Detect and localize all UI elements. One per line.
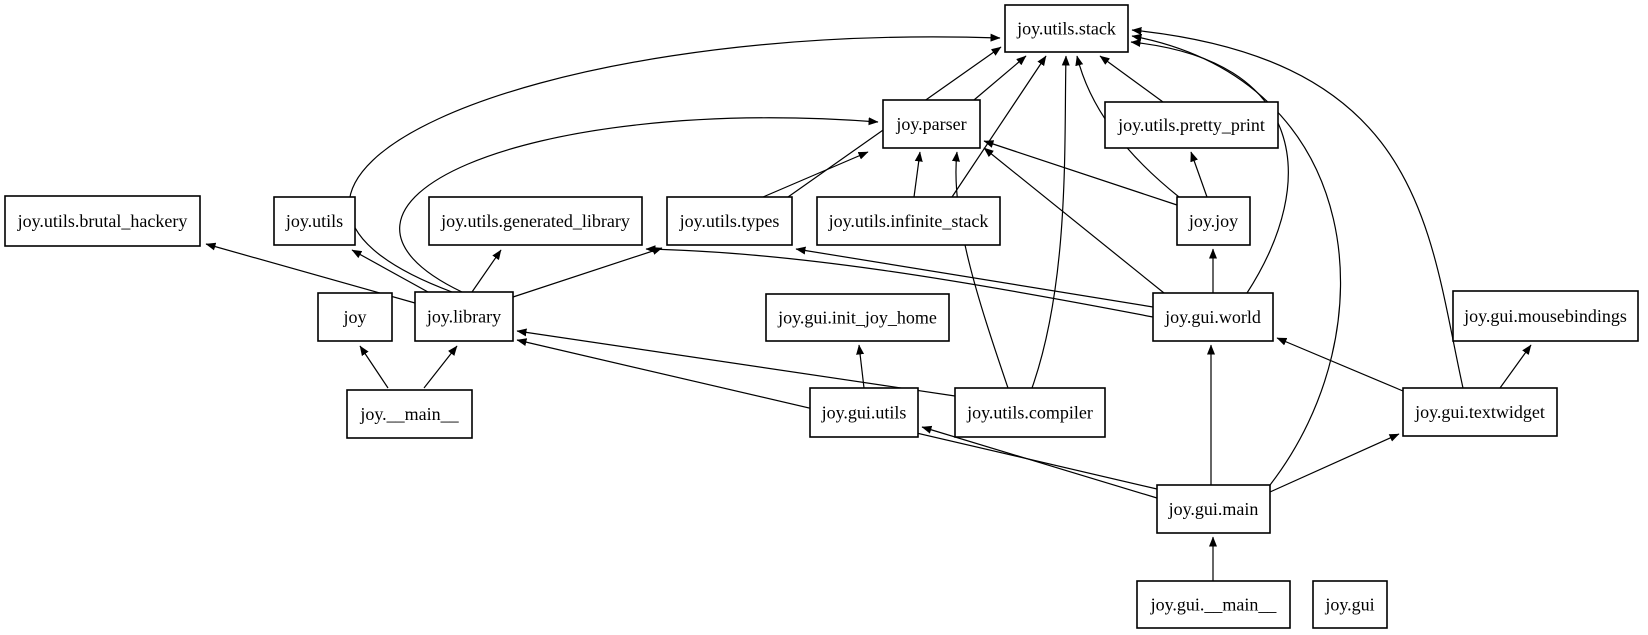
- node-box-joy-parser: [882, 99, 981, 149]
- node-label-joy-utils: joy.utils: [285, 211, 343, 231]
- node-joy-gui-world: joy.gui.world: [1152, 292, 1274, 342]
- node-joy-dunder-main: joy.__main__: [346, 389, 473, 439]
- node-box-joy-utils-generated-library: [428, 196, 643, 246]
- node-box-joy-gui-world: [1152, 292, 1274, 342]
- edge-joy-utils-compiler-to-joy-library: [516, 328, 956, 397]
- node-label-joy-dunder-main: joy.__main__: [359, 404, 459, 424]
- node-box-joy-gui-textwidget: [1402, 387, 1558, 437]
- node-box-joy-gui-init-joy-home: [765, 293, 950, 342]
- node-label-joy-gui-mousebindings: joy.gui.mousebindings: [1463, 306, 1627, 326]
- edge-joy-gui-world-to-joy-utils-generated-library: [645, 245, 1154, 318]
- node-box-joy-utils-compiler: [954, 387, 1106, 438]
- node-label-joy-gui: joy.gui: [1324, 595, 1374, 615]
- node-label-joy-gui-utils: joy.gui.utils: [821, 403, 907, 423]
- node-joy-gui-mousebindings: joy.gui.mousebindings: [1452, 290, 1639, 342]
- node-box-joy-utils: [273, 196, 356, 246]
- node-box-joy-gui-utils: [809, 387, 919, 438]
- node-joy-utils-stack: joy.utils.stack: [1004, 4, 1129, 53]
- edge-joy-utils-compiler-to-joy-utils-stack: [1031, 55, 1070, 389]
- node-box-joy-joy: [1176, 196, 1251, 246]
- node-box-joy-utils-infinite-stack: [816, 196, 1001, 246]
- node-joy-gui-dunder-main: joy.gui.__main__: [1136, 580, 1291, 629]
- node-label-joy-gui-dunder-main: joy.gui.__main__: [1150, 595, 1278, 615]
- node-joy-utils-types: joy.utils.types: [666, 196, 793, 246]
- node-box-joy-utils-brutal-hackery: [4, 195, 201, 247]
- edge-joy-utils-infinite-stack-to-joy-utils-stack: [951, 55, 1047, 198]
- edge-joy-joy-to-joy-parser: [983, 140, 1178, 206]
- node-label-joy-gui-textwidget: joy.gui.textwidget: [1414, 402, 1545, 422]
- node-joy: joy: [317, 292, 393, 342]
- node-joy-utils-brutal-hackery: joy.utils.brutal_hackery: [4, 195, 201, 247]
- node-joy-gui: joy.gui: [1312, 580, 1388, 629]
- node-joy-gui-utils: joy.gui.utils: [809, 387, 919, 438]
- node-joy-utils-infinite-stack: joy.utils.infinite_stack: [816, 196, 1001, 246]
- node-label-joy-utils-infinite-stack: joy.utils.infinite_stack: [828, 211, 989, 231]
- node-joy-parser: joy.parser: [882, 99, 981, 149]
- edge-joy-gui-utils-to-joy-gui-init-joy-home: [856, 344, 865, 389]
- edge-joy-parser-to-joy-utils-stack: [973, 55, 1027, 101]
- edge-joy-gui-world-to-joy-utils-types: [795, 246, 1154, 308]
- node-joy-gui-textwidget: joy.gui.textwidget: [1402, 387, 1558, 437]
- edge-joy-gui-main-to-joy-gui-textwidget: [1269, 433, 1400, 493]
- edge-joy-library-to-joy-parser: [399, 117, 879, 293]
- edge-joy-gui-textwidget-to-joy-gui-mousebindings: [1499, 344, 1532, 389]
- edge-joy-library-to-joy-utils-stack: [348, 33, 1001, 293]
- node-label-joy: joy: [342, 307, 366, 327]
- node-label-joy-utils-brutal-hackery: joy.utils.brutal_hackery: [17, 211, 188, 231]
- node-box-joy-dunder-main: [346, 389, 473, 439]
- node-box-joy-gui-mousebindings: [1452, 290, 1639, 342]
- edge-joy-utils-pretty-print-to-joy-utils-stack: [1099, 55, 1164, 103]
- node-box-joy-gui: [1312, 580, 1388, 629]
- edge-joy-gui-textwidget-to-joy-utils-stack: [1131, 26, 1464, 389]
- edges-layer: [205, 26, 1532, 581]
- node-box-joy-library: [414, 291, 514, 342]
- edge-joy-gui-world-to-joy-utils-stack: [1130, 39, 1289, 294]
- edge-joy-library-to-joy-utils: [351, 249, 429, 293]
- node-label-joy-parser: joy.parser: [895, 114, 966, 134]
- node-label-joy-gui-init-joy-home: joy.gui.init_joy_home: [777, 308, 937, 328]
- edge-joy-gui-main-to-joy-utils-stack: [1131, 33, 1342, 486]
- node-box-joy: [317, 292, 393, 342]
- node-joy-gui-main: joy.gui.main: [1156, 484, 1271, 534]
- node-label-joy-utils-generated-library: joy.utils.generated_library: [440, 211, 630, 231]
- edge-joy-utils-compiler-to-joy-parser: [951, 151, 1009, 389]
- node-label-joy-library: joy.library: [426, 307, 501, 327]
- node-joy-gui-init-joy-home: joy.gui.init_joy_home: [765, 293, 950, 342]
- node-box-joy-utils-pretty-print: [1104, 101, 1279, 149]
- edge-joy-library-to-joy-utils-generated-library: [471, 249, 502, 293]
- edge-joy-gui-textwidget-to-joy-gui-world: [1276, 337, 1404, 392]
- node-joy-utils: joy.utils: [273, 196, 356, 246]
- edge-joy-gui-world-to-joy-parser: [983, 147, 1165, 294]
- node-label-joy-gui-world: joy.gui.world: [1164, 307, 1261, 327]
- node-joy-utils-compiler: joy.utils.compiler: [954, 387, 1106, 438]
- node-label-joy-utils-pretty-print: joy.utils.pretty_print: [1117, 115, 1265, 135]
- nodes-layer: joy.utils.stack joy.parser joy.utils.prett…: [4, 4, 1639, 629]
- edge-joy-gui-main-to-joy-gui-utils: [921, 425, 1158, 499]
- node-joy-utils-generated-library: joy.utils.generated_library: [428, 196, 643, 246]
- node-label-joy-utils-compiler: joy.utils.compiler: [966, 403, 1093, 423]
- edge-joy-dunder-main-to-joy: [359, 345, 389, 389]
- node-box-joy-utils-stack: [1004, 4, 1129, 53]
- node-label-joy-joy: joy.joy: [1188, 211, 1238, 231]
- node-box-joy-gui-main: [1156, 484, 1271, 534]
- edge-joy-library-to-joy-utils-types: [512, 247, 663, 298]
- edge-joy-utils-infinite-stack-to-joy-parser: [913, 151, 923, 198]
- edge-joy-utils-types-to-joy-parser: [762, 151, 869, 198]
- edge-joy-joy-to-joy-utils-pretty-print: [1190, 151, 1208, 198]
- node-box-joy-utils-types: [666, 196, 793, 246]
- node-joy-joy: joy.joy: [1176, 196, 1251, 246]
- node-box-joy-gui-dunder-main: [1136, 580, 1291, 629]
- node-label-joy-utils-types: joy.utils.types: [679, 211, 780, 231]
- node-label-joy-utils-stack: joy.utils.stack: [1016, 19, 1116, 39]
- edge-joy-dunder-main-to-joy-library: [423, 345, 458, 389]
- node-joy-utils-pretty-print: joy.utils.pretty_print: [1104, 101, 1279, 149]
- node-joy-library: joy.library: [414, 291, 514, 342]
- node-label-joy-gui-main: joy.gui.main: [1168, 499, 1259, 519]
